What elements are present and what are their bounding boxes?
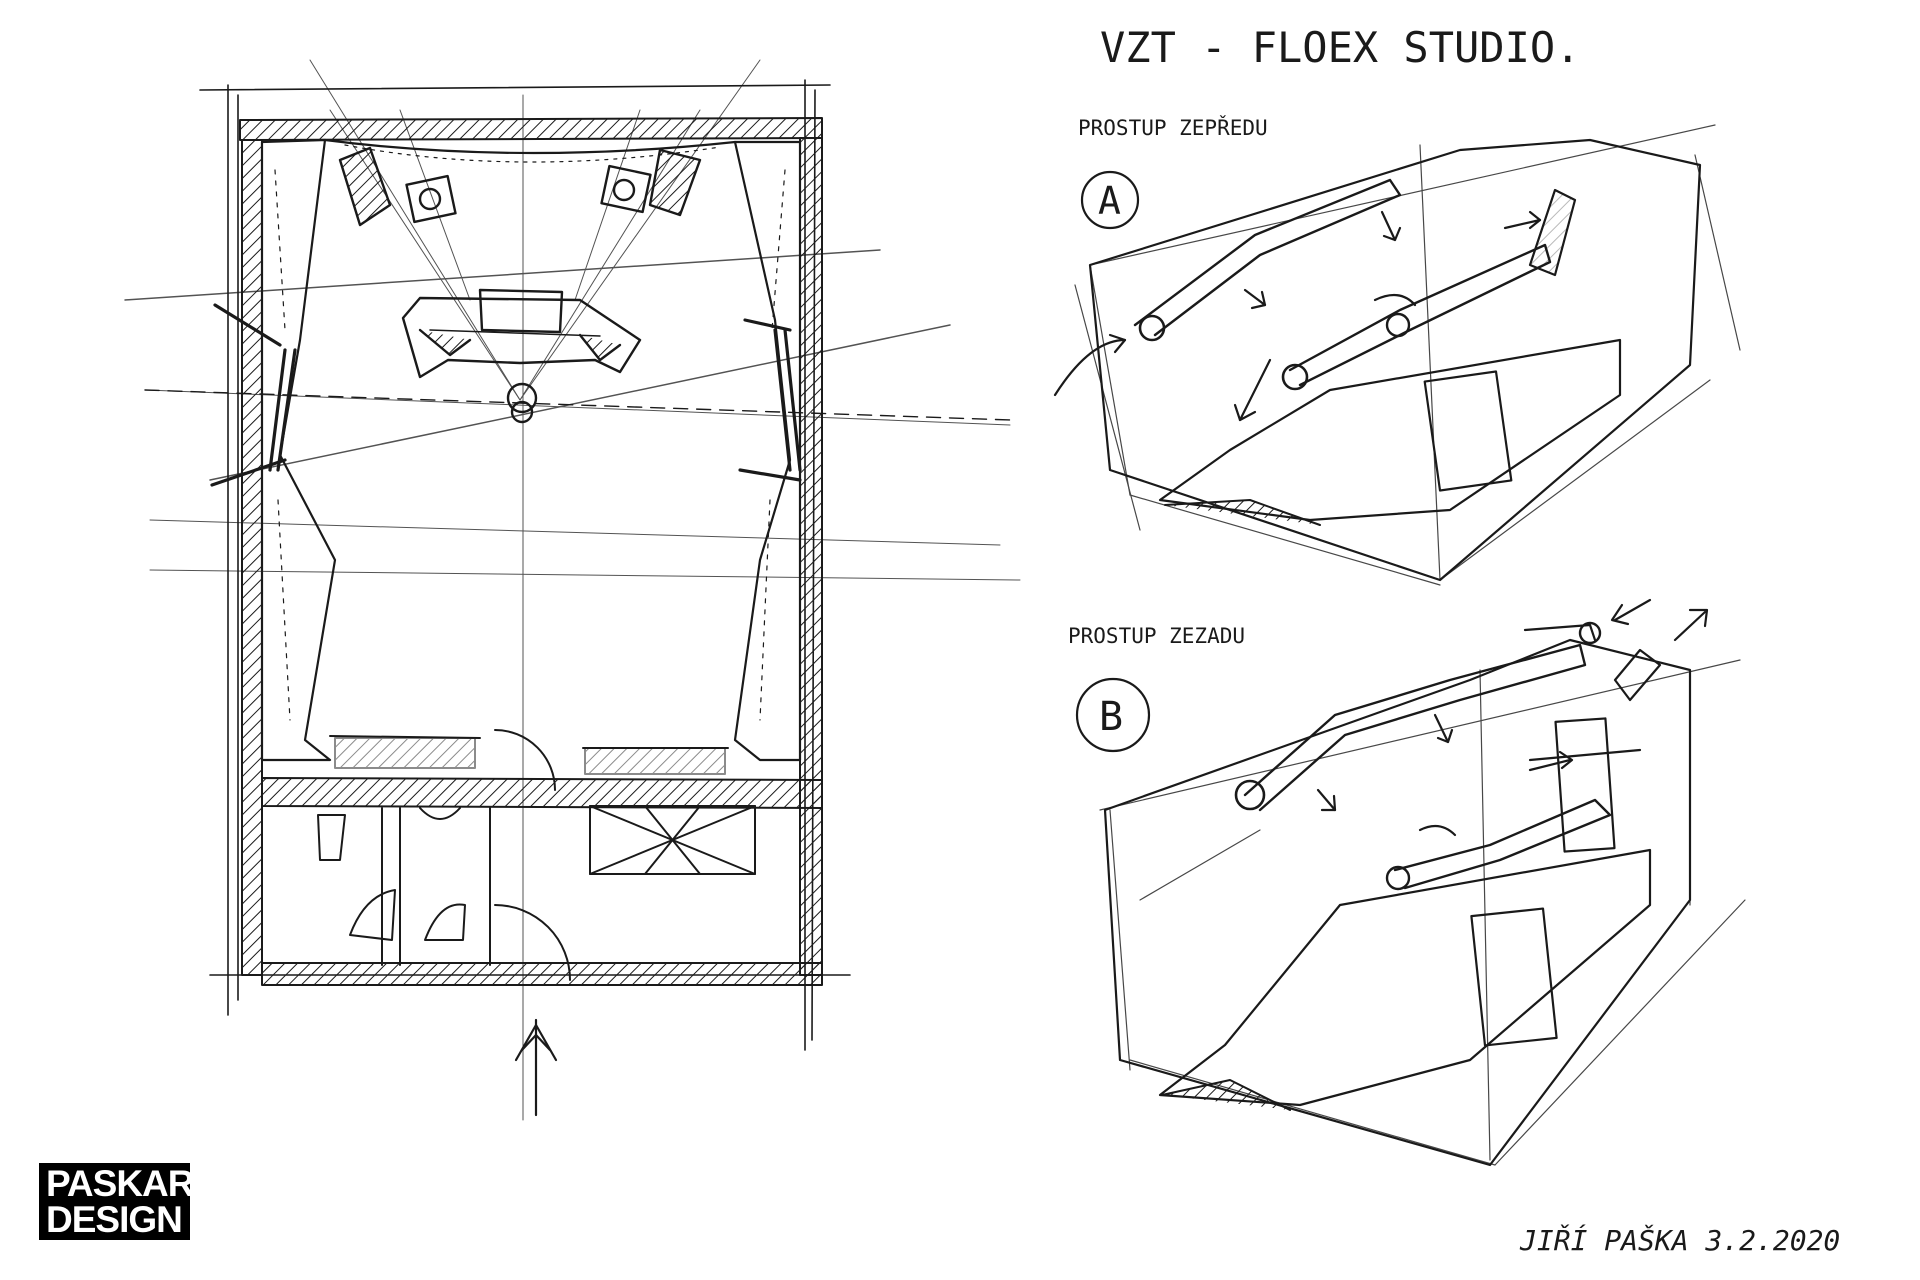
logo-line-2: DESIGN: [46, 1199, 183, 1240]
hatched-walls: [239, 117, 823, 986]
dashed-axis: [144, 389, 1011, 421]
caption-b: PROSTUP ZEZADU: [1068, 624, 1245, 648]
signature: JIŘÍ PAŠKA 3.2.2020: [1519, 1223, 1840, 1257]
marker-a-label: A: [1098, 179, 1121, 223]
floor-plan: [124, 59, 1021, 1121]
logo-line-1: PASKAR: [46, 1163, 195, 1204]
cabin-row: [317, 729, 756, 981]
side-panels: [210, 303, 802, 487]
outer-frame: [199, 79, 851, 1051]
marker-a-circle: [1080, 170, 1140, 230]
mixing-desk: [401, 288, 642, 424]
entry-arrow: [514, 1018, 558, 1117]
speakers: [338, 146, 702, 227]
caption-a: PROSTUP ZEPŘEDU: [1078, 115, 1268, 140]
marker-b-label: B: [1099, 694, 1123, 740]
sketch-a: [1053, 124, 1741, 586]
acoustic-shell: [260, 138, 802, 762]
handwritten-labels: VZT - FLOEX STUDIO. PROSTUP ZEPŘEDU PROS…: [1068, 23, 1840, 1257]
sketch-b: [1075, 598, 1746, 1167]
paskar-design-logo: PASKAR DESIGN: [39, 1163, 195, 1240]
marker-b-circle: [1075, 677, 1151, 753]
sheet-title: VZT - FLOEX STUDIO.: [1100, 23, 1580, 72]
